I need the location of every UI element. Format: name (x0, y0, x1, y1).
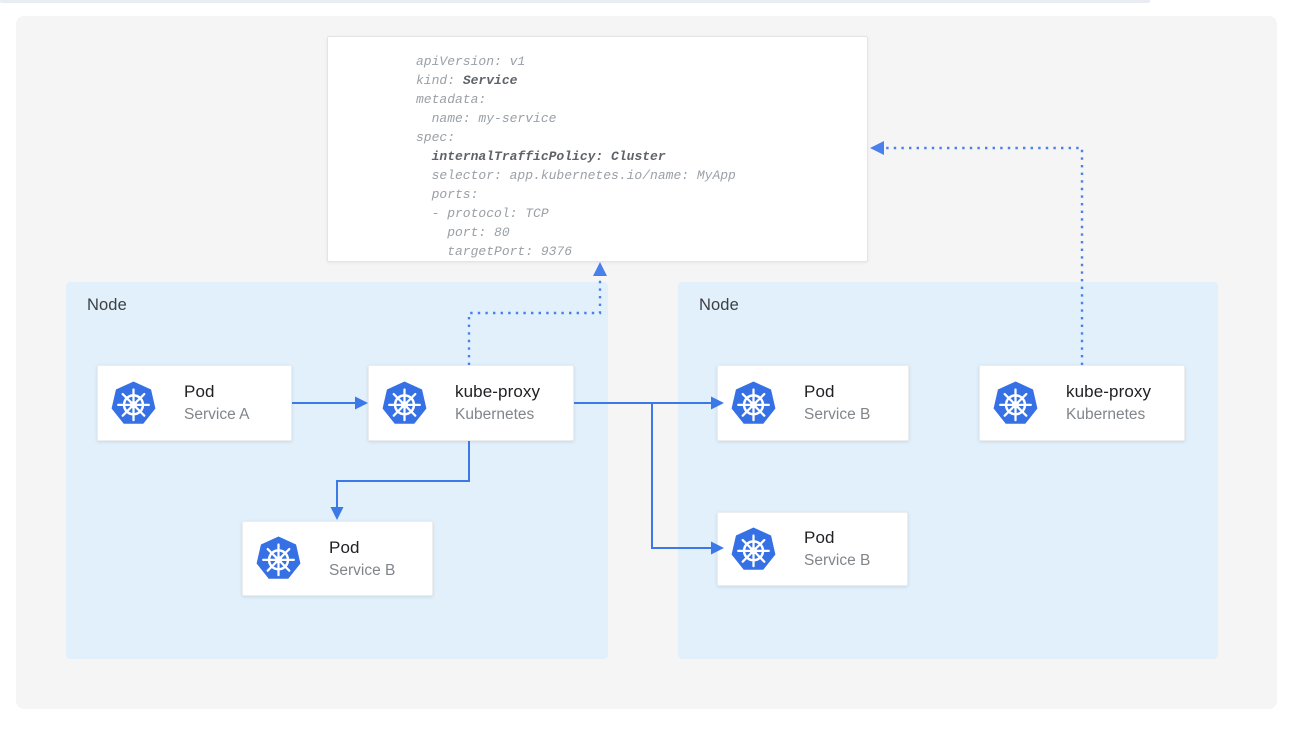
card-title: Pod (804, 382, 835, 401)
pod-card-service-b-right-bottom: Pod Service B (717, 512, 908, 586)
card-title: Pod (804, 528, 835, 547)
node-label: Node (87, 296, 127, 314)
node-box-right: Node (678, 282, 1218, 659)
kubernetes-icon (256, 536, 301, 581)
card-subtitle: Service B (804, 552, 871, 569)
kubernetes-icon (731, 527, 776, 572)
card-subtitle: Kubernetes (455, 406, 535, 423)
node-box-left: Node (66, 282, 608, 659)
card-title: kube-proxy (1066, 382, 1152, 401)
card-subtitle: Kubernetes (1066, 406, 1146, 423)
top-accent-line (0, 0, 1150, 3)
pod-card-service-a: Pod Service A (97, 365, 292, 441)
card-subtitle: Service A (184, 406, 250, 423)
card-title: Pod (184, 382, 215, 401)
kube-proxy-card-left: kube-proxy Kubernetes (368, 365, 574, 441)
kubernetes-icon (382, 381, 427, 426)
kube-proxy-card-right: kube-proxy Kubernetes (979, 365, 1185, 441)
card-title: kube-proxy (455, 382, 541, 401)
card-subtitle: Service B (804, 406, 871, 423)
pod-card-service-b-right-top: Pod Service B (717, 365, 909, 441)
card-title: Pod (329, 537, 360, 557)
kubernetes-icon (111, 381, 156, 426)
kubernetes-icon (993, 381, 1038, 426)
node-label: Node (699, 296, 739, 314)
kubernetes-icon (731, 381, 776, 426)
pod-card-service-b-left: Pod Service B (242, 521, 433, 596)
card-subtitle: Service B (329, 561, 396, 579)
